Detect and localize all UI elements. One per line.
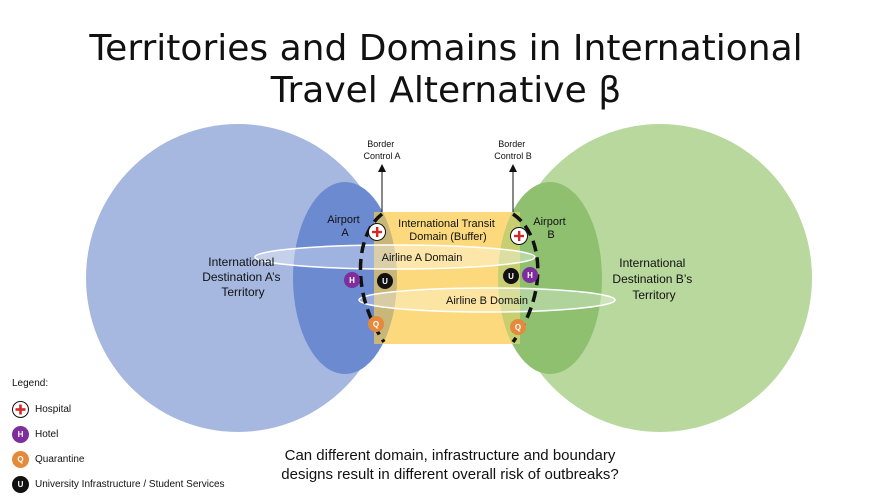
legend-label: Quarantine — [35, 454, 85, 465]
svg-text:H: H — [349, 276, 355, 285]
airline-b-domain — [358, 287, 616, 313]
svg-text:U: U — [382, 277, 388, 286]
title-line-1: Territories and Domains in International — [89, 28, 803, 69]
research-question: Can different domain, infrastructure and… — [240, 446, 660, 484]
university-marker-b: U — [503, 268, 519, 284]
hotel-marker-a: H — [344, 272, 360, 288]
border-label-b: Border Control B — [494, 139, 532, 161]
university-marker-a: U — [377, 273, 393, 289]
svg-text:U: U — [508, 272, 514, 281]
svg-text:Q: Q — [373, 320, 379, 329]
transit-domain — [374, 212, 520, 344]
territory-a-label: International Destination A’s Territory — [202, 255, 284, 299]
hospital-icon-a — [368, 223, 386, 241]
airline-a-label: Airline A Domain — [382, 252, 463, 264]
hospital-icon — [12, 401, 29, 418]
border-label-a: Border Control A — [363, 139, 400, 161]
svg-text:Q: Q — [515, 323, 521, 332]
airport-b-label: Airport B — [533, 216, 568, 241]
border-boundary-a — [358, 212, 386, 343]
quarantine-marker-a: Q — [368, 316, 384, 332]
hotel-icon: H — [12, 426, 29, 443]
territory-b-circle — [508, 124, 812, 432]
legend-label: Hospital — [35, 404, 72, 415]
quarantine-marker-b: Q — [510, 319, 526, 335]
legend-item-quarantine: Q Quarantine — [12, 447, 225, 472]
question-line-1: Can different domain, infrastructure and… — [284, 447, 616, 464]
airline-b-label: Airline B Domain — [446, 295, 528, 307]
question-line-2: designs result in different overall risk… — [281, 466, 619, 483]
title-line-2: Travel Alternative β — [270, 70, 622, 111]
transit-label: International Transit Domain (Buffer) — [398, 218, 498, 243]
hotel-marker-b: H — [522, 267, 538, 283]
legend-label: Hotel — [35, 429, 59, 440]
quarantine-icon: Q — [12, 451, 29, 468]
airport-a-label: Airport A — [327, 214, 362, 239]
legend-heading: Legend: — [12, 378, 49, 389]
legend-item-university: U University Infrastructure / Student Se… — [12, 472, 225, 497]
territory-b-label: International Destination B’s Territory — [612, 256, 695, 302]
airline-a-domain — [254, 244, 536, 270]
svg-text:H: H — [527, 271, 533, 280]
legend-item-hotel: H Hotel — [12, 422, 225, 447]
legend-label: University Infrastructure / Student Serv… — [35, 479, 225, 490]
hospital-icon-b — [510, 227, 528, 245]
university-icon: U — [12, 476, 29, 493]
legend: Legend: Hospital H Hotel Q Quarantine U … — [12, 378, 225, 497]
page-title: Territories and Domains in International… — [0, 28, 892, 112]
legend-item-hospital: Hospital — [12, 397, 225, 422]
